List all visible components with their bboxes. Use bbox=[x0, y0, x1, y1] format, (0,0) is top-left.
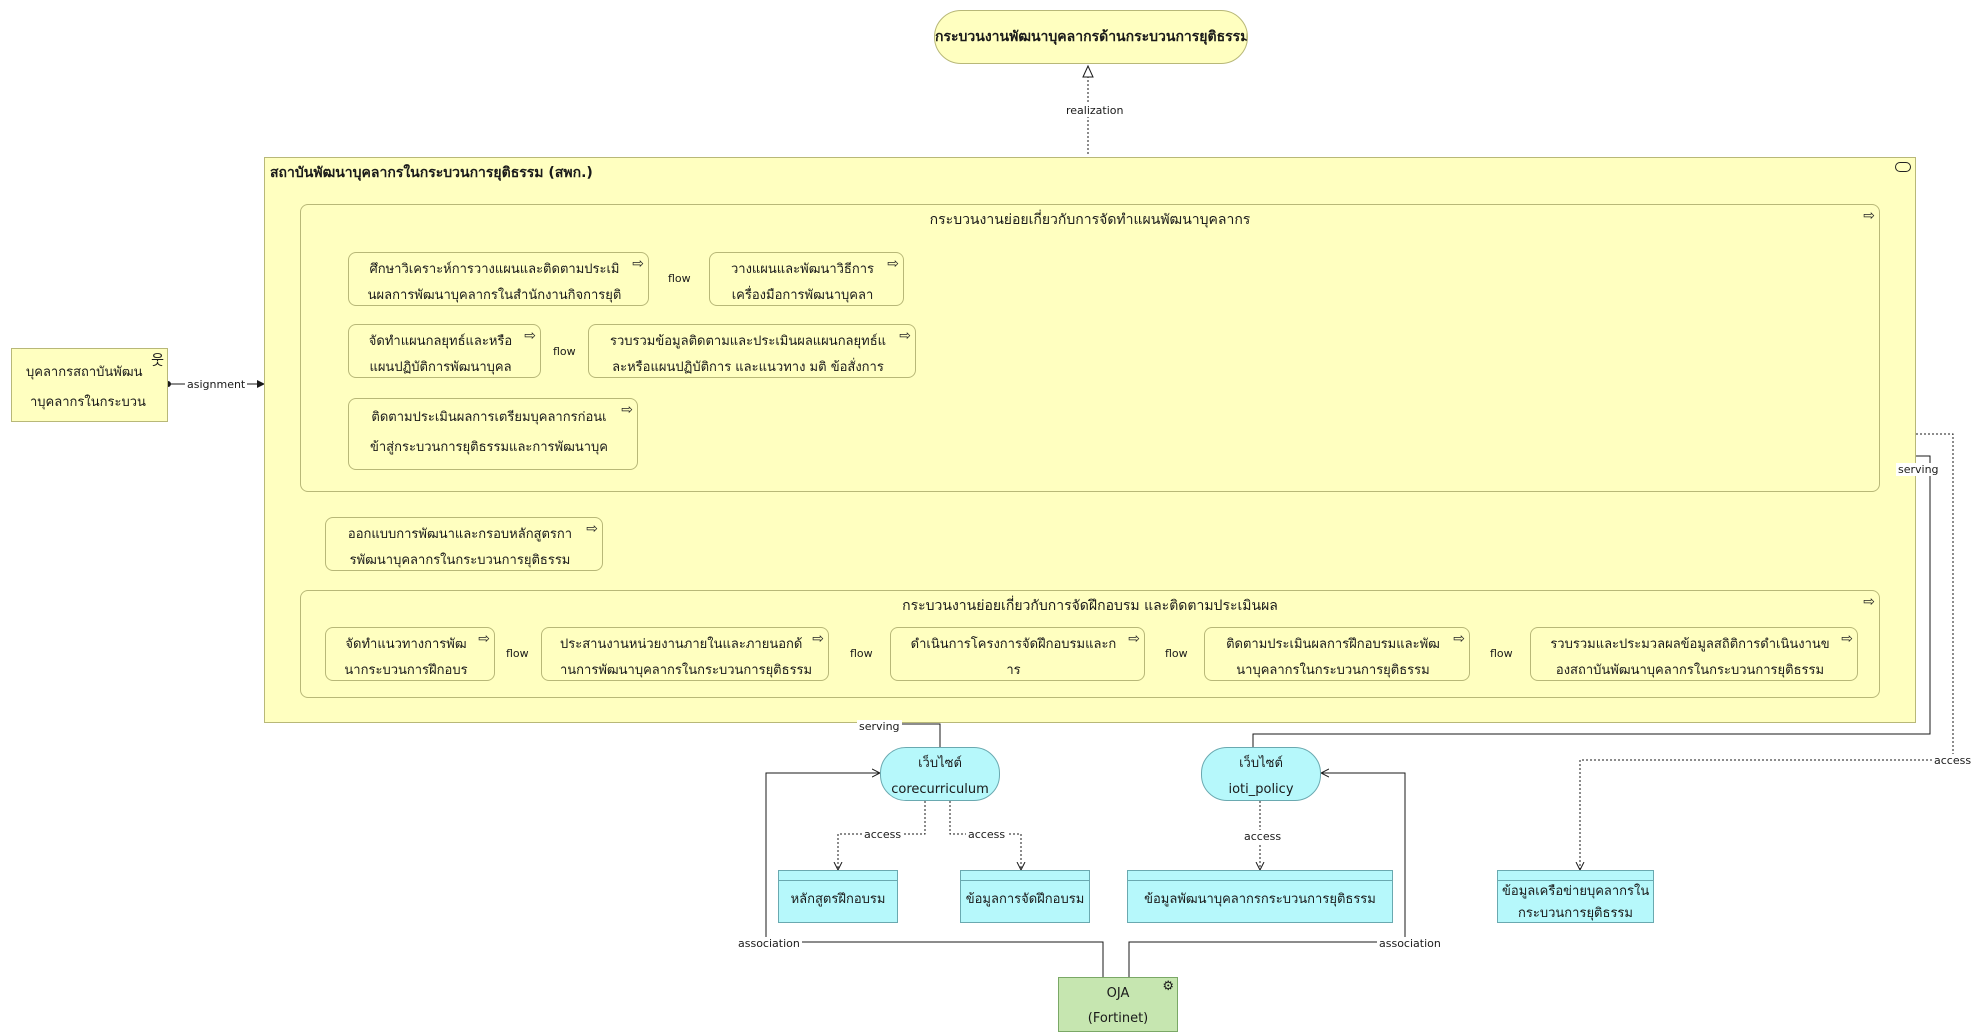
process-statistics-l1: รวบรวมและประมวลผลข้อมูลสถิติการดำเนินงาน… bbox=[1550, 637, 1830, 652]
flow-label-t2: flow bbox=[848, 647, 875, 660]
data-object-network-data[interactable]: ข้อมูลเครือข่ายบุคลากรใน กระบวนการยุติธร… bbox=[1497, 870, 1654, 923]
data-object-header-bar bbox=[779, 871, 897, 881]
serving-label-web1: serving bbox=[857, 720, 902, 733]
process-coordination-l1: ประสานงานหน่วยงานภายในและภายนอกด้ bbox=[560, 637, 803, 652]
process-arrow-icon: ⇨ bbox=[812, 631, 824, 647]
data-object-curriculum[interactable]: หลักสูตรฝึกอบรม bbox=[778, 870, 898, 923]
process-followup-preparation[interactable]: ⇨ ติดตามประเมินผลการเตรียมบุคลากรก่อนเ ข… bbox=[348, 398, 638, 470]
process-coordination-l2: านการพัฒนาบุคลากรในกระบวนการยุติธรรม bbox=[560, 663, 813, 678]
web2-label-l2: ioti_policy bbox=[1228, 782, 1294, 797]
process-training-guideline-l2: นากระบวนการฝึกอบร bbox=[344, 663, 468, 678]
process-arrow-icon: ⇨ bbox=[1453, 631, 1465, 647]
process-run-training-l1: ดำเนินการโครงการจัดฝึกอบรมและก bbox=[910, 637, 1117, 652]
group-training-title: กระบวนงานย่อยเกี่ยวกับการจัดฝึกอบรม และต… bbox=[902, 598, 1278, 614]
process-arrow-icon: ⇨ bbox=[478, 631, 490, 647]
serving-label-web2: serving bbox=[1896, 463, 1941, 476]
process-evaluate-training[interactable]: ⇨ ติดตามประเมินผลการฝึกอบรมและพัฒ นาบุคล… bbox=[1204, 627, 1470, 681]
process-collect-strategy[interactable]: ⇨ รวบรวมข้อมูลติดตามและประเมินผลแผนกลยุท… bbox=[588, 324, 916, 378]
process-arrow-icon: ⇨ bbox=[899, 328, 911, 344]
data-object-training-data[interactable]: ข้อมูลการจัดฝึกอบรม bbox=[960, 870, 1090, 923]
assignment-label: asignment bbox=[185, 378, 248, 391]
process-plan-methods-l2: เครื่องมือการพัฒนาบุคลา bbox=[731, 288, 874, 303]
data-object-header-bar bbox=[961, 871, 1089, 881]
flow-label-t1: flow bbox=[504, 647, 531, 660]
process-arrow-icon: ⇨ bbox=[1863, 594, 1875, 610]
access-label-d3: access bbox=[1242, 830, 1284, 843]
data-object-development-data-label: ข้อมูลพัฒนาบุคลากรกระบวนการยุติธรรม bbox=[1144, 892, 1376, 907]
node-label-l2: (Fortinet) bbox=[1087, 1011, 1149, 1026]
data-object-network-data-l1: ข้อมูลเครือข่ายบุคลากรใน bbox=[1502, 884, 1650, 899]
node-icon: ⚙ bbox=[1162, 979, 1174, 994]
process-followup-preparation-l1: ติดตามประเมินผลการเตรียมบุคลากรก่อนเ bbox=[371, 410, 607, 425]
process-arrow-icon: ⇨ bbox=[1863, 208, 1875, 224]
process-collect-strategy-l2: ละหรือแผนปฏิบัติการ และแนวทาง มติ ข้อสั่… bbox=[612, 360, 884, 375]
web2-label-l1: เว็บไซต์ bbox=[1239, 756, 1283, 771]
actor-label-line2: าบุคลากรในกระบวน bbox=[30, 395, 146, 410]
actor-icon: 웃 bbox=[151, 353, 164, 369]
actor-label-line1: บุคลากรสถาบันพัฒน bbox=[26, 365, 143, 380]
access-label-d1: access bbox=[862, 828, 904, 841]
process-arrow-icon: ⇨ bbox=[1128, 631, 1140, 647]
flow-label-t3: flow bbox=[1163, 647, 1190, 660]
process-plan-methods[interactable]: ⇨ วางแผนและพัฒนาวิธีการ เครื่องมือการพัฒ… bbox=[709, 252, 904, 306]
group-plan-title: กระบวนงานย่อยเกี่ยวกับการจัดทำแผนพัฒนาบุ… bbox=[929, 212, 1251, 228]
data-object-header-bar bbox=[1128, 871, 1392, 881]
process-evaluate-training-l1: ติดตามประเมินผลการฝึกอบรมและพัฒ bbox=[1226, 637, 1440, 652]
flow-label-p3: flow bbox=[551, 345, 578, 358]
process-followup-preparation-l2: ข้าสู่กระบวนการยุติธรรมและการพัฒนาบุค bbox=[369, 440, 608, 455]
access-line-network bbox=[1580, 433, 1954, 870]
business-role-icon bbox=[1895, 162, 1911, 172]
process-arrow-icon: ⇨ bbox=[621, 402, 633, 418]
institute-title: สถาบันพัฒนาบุคลากรในกระบวนการยุติธรรม (ส… bbox=[270, 165, 593, 181]
process-curriculum-design[interactable]: ⇨ ออกแบบการพัฒนาและกรอบหลักสูตรกา รพัฒนา… bbox=[325, 517, 603, 571]
flow-label-t4: flow bbox=[1488, 647, 1515, 660]
web1-label-l2: corecurriculum bbox=[891, 782, 989, 797]
process-analysis-l2: นผลการพัฒนาบุคลากรในสำนักงานกิจการยุติ bbox=[367, 288, 622, 303]
web1-label-l1: เว็บไซต์ bbox=[918, 756, 962, 771]
data-object-development-data[interactable]: ข้อมูลพัฒนาบุคลากรกระบวนการยุติธรรม bbox=[1127, 870, 1393, 923]
process-arrow-icon: ⇨ bbox=[632, 256, 644, 272]
process-curriculum-design-l2: รพัฒนาบุคลากรในกระบวนการยุติธรรม bbox=[349, 553, 571, 568]
association-label-web2: association bbox=[1377, 937, 1443, 950]
process-arrow-icon: ⇨ bbox=[524, 328, 536, 344]
process-arrow-icon: ⇨ bbox=[1841, 631, 1853, 647]
business-service-justice-development[interactable]: กระบวนงานพัฒนาบุคลากรด้านกระบวนการยุติธร… bbox=[934, 10, 1248, 64]
process-strategy[interactable]: ⇨ จัดทำแผนกลยุทธ์และหรือ แผนปฏิบัติการพั… bbox=[348, 324, 541, 378]
data-object-network-data-l2: กระบวนการยุติธรรม bbox=[1518, 906, 1633, 921]
process-evaluate-training-l2: นาบุคลากรในกระบวนการยุติธรรม bbox=[1236, 663, 1430, 678]
data-object-header-bar bbox=[1498, 871, 1653, 881]
process-training-guideline[interactable]: ⇨ จัดทำแนวทางการพัฒ นากระบวนการฝึกอบร bbox=[325, 627, 495, 681]
access-label-network: access bbox=[1932, 754, 1974, 767]
process-arrow-icon: ⇨ bbox=[586, 521, 598, 537]
process-curriculum-design-l1: ออกแบบการพัฒนาและกรอบหลักสูตรกา bbox=[347, 527, 573, 542]
process-analysis-l1: ศึกษาวิเคราะห์การวางแผนและติดตามประเมิ bbox=[369, 262, 620, 277]
process-coordination[interactable]: ⇨ ประสานงานหน่วยงานภายในและภายนอกด้ านกา… bbox=[541, 627, 829, 681]
access-label-d2: access bbox=[966, 828, 1008, 841]
node-label-l1: OJA bbox=[1106, 986, 1130, 1001]
association-label-web1: association bbox=[736, 937, 802, 950]
process-collect-strategy-l1: รวบรวมข้อมูลติดตามและประเมินผลแผนกลยุทธ์… bbox=[609, 334, 887, 349]
app-service-web-corecurriculum[interactable]: เว็บไซต์ corecurriculum bbox=[880, 747, 1000, 801]
flow-label-p1: flow bbox=[666, 272, 693, 285]
actor-staff[interactable]: 웃 บุคลากรสถาบันพัฒน าบุคลากรในกระบวน bbox=[11, 348, 168, 422]
process-analysis[interactable]: ⇨ ศึกษาวิเคราะห์การวางแผนและติดตามประเมิ… bbox=[348, 252, 649, 306]
app-service-web-ioti-policy[interactable]: เว็บไซต์ ioti_policy bbox=[1201, 747, 1321, 801]
business-service-label: กระบวนงานพัฒนาบุคลากรด้านกระบวนการยุติธร… bbox=[935, 29, 1248, 45]
process-strategy-l2: แผนปฏิบัติการพัฒนาบุคล bbox=[369, 360, 512, 375]
process-run-training-l2: าร bbox=[1006, 663, 1021, 678]
process-training-guideline-l1: จัดทำแนวทางการพัฒ bbox=[345, 637, 467, 652]
data-object-training-data-label: ข้อมูลการจัดฝึกอบรม bbox=[965, 892, 1085, 907]
process-strategy-l1: จัดทำแผนกลยุทธ์และหรือ bbox=[368, 334, 513, 349]
process-plan-methods-l1: วางแผนและพัฒนาวิธีการ bbox=[730, 262, 875, 277]
process-statistics-l2: องสถาบันพัฒนาบุคลากรในกระบวนการยุติธรรม bbox=[1555, 663, 1825, 678]
process-statistics[interactable]: ⇨ รวบรวมและประมวลผลข้อมูลสถิติการดำเนินง… bbox=[1530, 627, 1858, 681]
realization-label: realization bbox=[1064, 104, 1126, 117]
data-object-curriculum-label: หลักสูตรฝึกอบรม bbox=[790, 892, 886, 907]
node-oja-fortinet[interactable]: ⚙ OJA (Fortinet) bbox=[1058, 977, 1178, 1032]
process-arrow-icon: ⇨ bbox=[887, 256, 899, 272]
process-run-training[interactable]: ⇨ ดำเนินการโครงการจัดฝึกอบรมและก าร bbox=[890, 627, 1145, 681]
